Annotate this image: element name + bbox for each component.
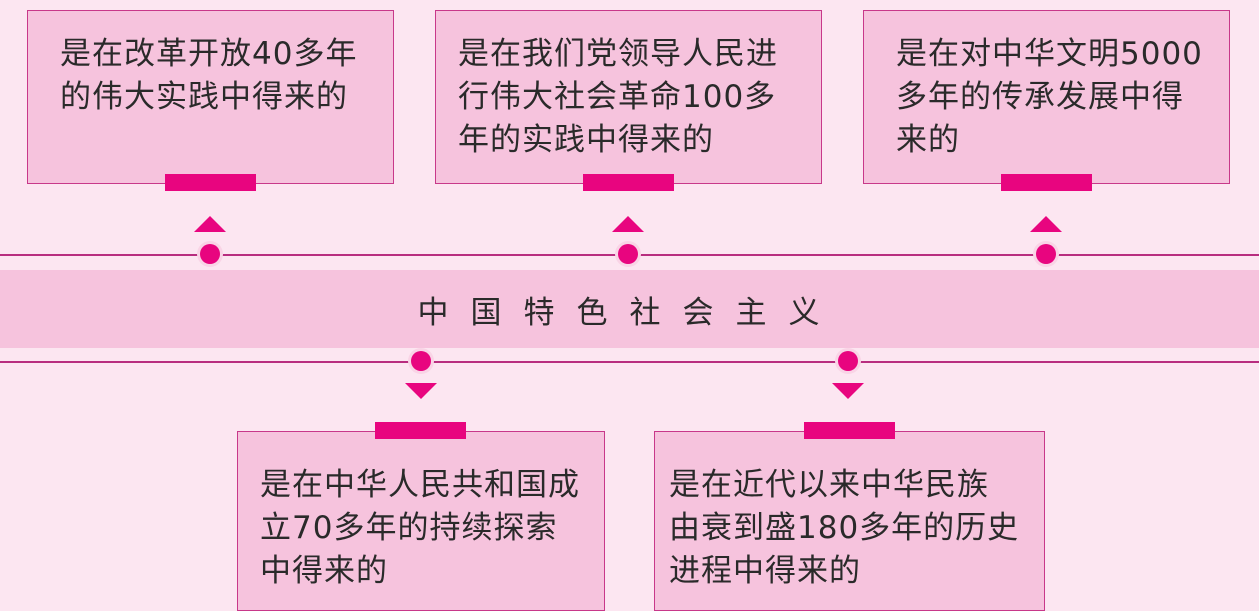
arrow-up-icon	[612, 216, 644, 232]
timeline-dot	[618, 244, 638, 264]
arrow-up-icon	[1030, 216, 1062, 232]
arrow-down-icon	[405, 383, 437, 399]
box-text: 是在对中华文明5000多年的传承发展中得来的	[896, 36, 1203, 158]
center-band: 中国特色社会主义	[0, 270, 1259, 348]
bottom-box-2: 是在近代以来中华民族由衰到盛180多年的历史进程中得来的	[654, 431, 1045, 611]
timeline-dot	[1036, 244, 1056, 264]
connector-bar	[1001, 174, 1092, 191]
box-text: 是在近代以来中华民族由衰到盛180多年的历史进程中得来的	[669, 467, 1020, 589]
center-label: 中国特色社会主义	[417, 294, 842, 331]
box-text: 是在改革开放40多年的伟大实践中得来的	[60, 36, 358, 115]
timeline-dot	[838, 351, 858, 371]
bottom-box-1: 是在中华人民共和国成立70多年的持续探索中得来的	[237, 431, 605, 611]
top-box-2: 是在我们党领导人民进行伟大社会革命100多年的实践中得来的	[435, 10, 822, 184]
lower-timeline-line	[0, 361, 1259, 363]
timeline-dot	[411, 351, 431, 371]
arrow-up-icon	[194, 216, 226, 232]
arrow-down-icon	[832, 383, 864, 399]
top-box-3: 是在对中华文明5000多年的传承发展中得来的	[863, 10, 1230, 184]
connector-bar	[375, 422, 466, 439]
box-text: 是在中华人民共和国成立70多年的持续探索中得来的	[260, 467, 580, 589]
connector-bar	[804, 422, 895, 439]
connector-bar	[583, 174, 674, 191]
timeline-dot	[200, 244, 220, 264]
box-text: 是在我们党领导人民进行伟大社会革命100多年的实践中得来的	[458, 36, 778, 158]
top-box-1: 是在改革开放40多年的伟大实践中得来的	[27, 10, 394, 184]
connector-bar	[165, 174, 256, 191]
